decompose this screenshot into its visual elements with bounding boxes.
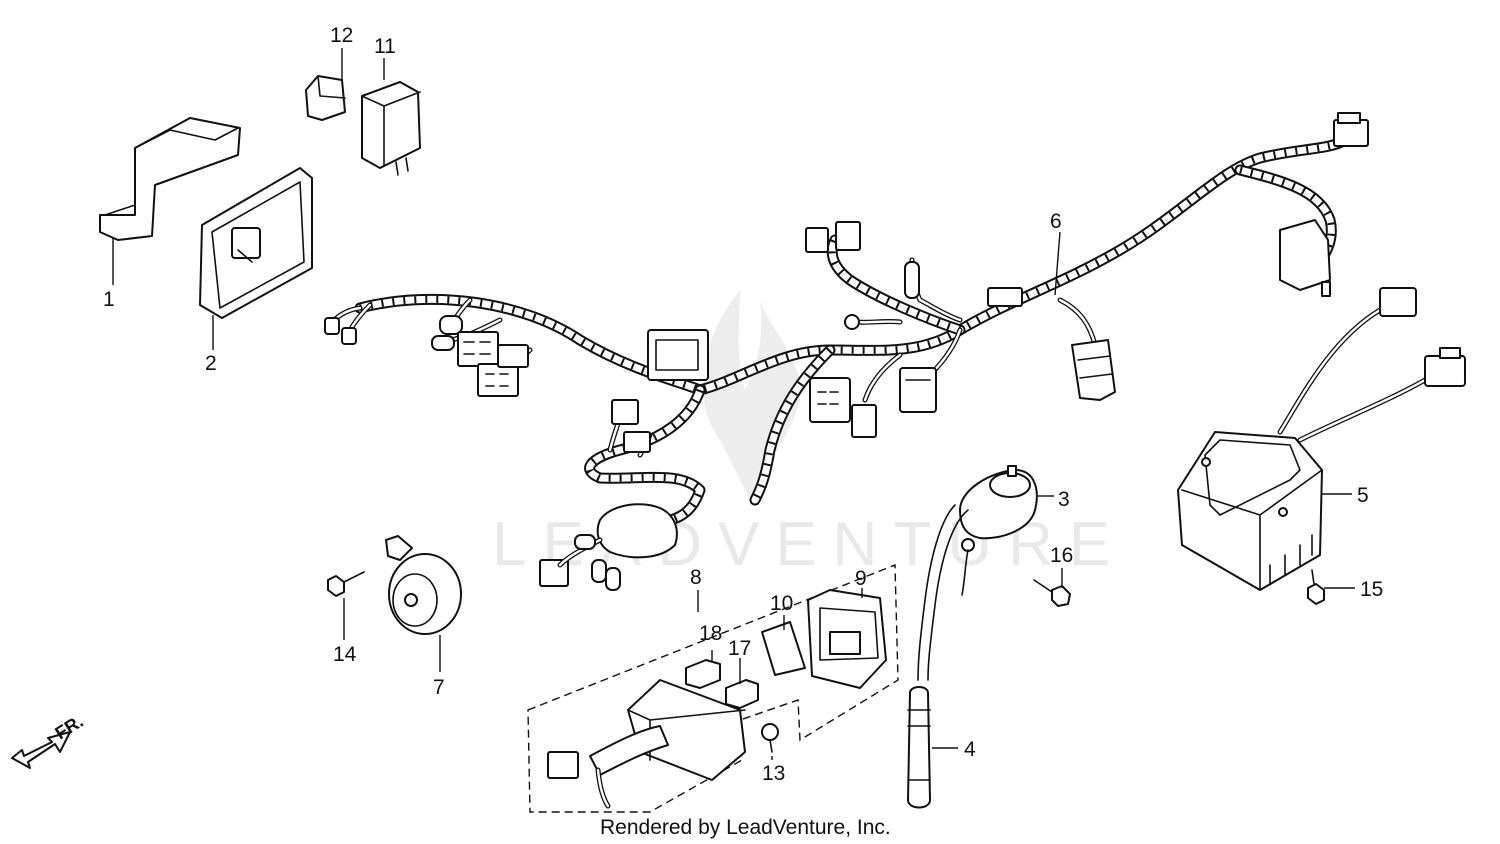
callout-17: 17 (728, 637, 751, 660)
front-direction-indicator: FR. (11, 711, 87, 769)
part-10-gasket[interactable] (761, 621, 806, 676)
part-1-bracket[interactable] (99, 117, 241, 241)
callouts: 1 2 3 4 5 6 7 8 9 10 11 12 13 14 15 16 1… (103, 24, 1383, 785)
part-9-fuse-box-cover[interactable] (807, 589, 887, 689)
callout-15: 15 (1360, 578, 1383, 601)
part-3-ignition-coil[interactable] (917, 465, 1038, 681)
callout-1: 1 (103, 288, 115, 311)
leader-lines (112, 48, 1355, 760)
part-16-bolt[interactable] (1033, 579, 1071, 607)
part-6-main-harness[interactable] (324, 112, 1369, 591)
part-15-bolt[interactable] (1307, 569, 1325, 605)
part-17-fuse[interactable] (725, 679, 759, 709)
part-18-fuse[interactable] (685, 659, 721, 689)
part-12-relay[interactable] (305, 75, 346, 121)
part-7-horn[interactable] (385, 535, 462, 635)
callout-16: 16 (1050, 544, 1073, 567)
callout-13: 13 (762, 762, 785, 785)
callout-5: 5 (1357, 484, 1369, 507)
fuse-box-body[interactable] (547, 679, 746, 809)
callout-7: 7 (433, 676, 445, 699)
callout-11: 11 (374, 35, 396, 58)
part-13-screw[interactable] (761, 723, 779, 753)
part-11-winker-relay[interactable] (361, 81, 421, 176)
callout-3: 3 (1058, 488, 1070, 511)
part-8-fuse-box-group (527, 563, 899, 813)
part-5-regulator[interactable] (1177, 287, 1466, 591)
callout-18: 18 (699, 622, 722, 645)
part-2-cdi-unit[interactable] (199, 167, 313, 319)
callout-8: 8 (690, 566, 702, 589)
callout-4: 4 (964, 738, 976, 761)
callout-6: 6 (1050, 210, 1062, 233)
callout-9: 9 (855, 567, 867, 590)
part-4-spark-plug-cap[interactable] (907, 686, 931, 809)
credit-text: Rendered by LeadVenture, Inc. (600, 816, 891, 839)
callout-12: 12 (330, 24, 353, 47)
front-arrow-icon (11, 731, 71, 769)
part-14-bolt[interactable] (327, 571, 365, 597)
callout-2: 2 (205, 352, 217, 375)
callout-10: 10 (770, 592, 793, 615)
callout-14: 14 (333, 643, 357, 666)
